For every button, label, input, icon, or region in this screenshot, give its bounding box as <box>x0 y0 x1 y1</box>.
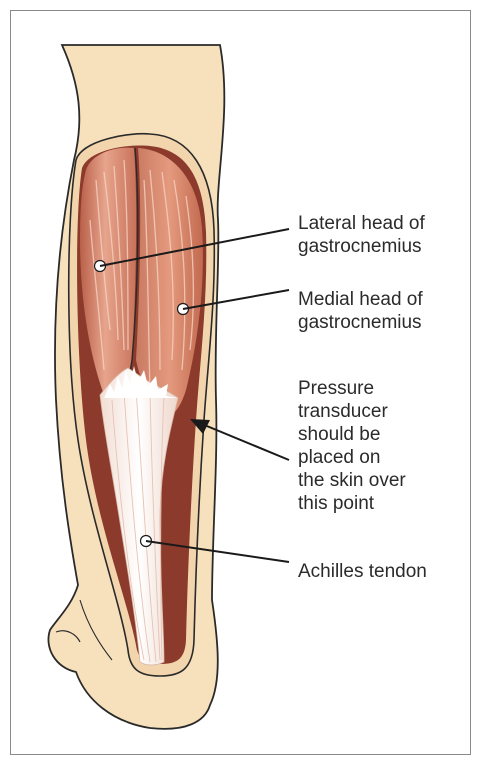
medial-head-label: Medial head of gastrocnemius <box>298 288 423 334</box>
achilles-label: Achilles tendon <box>298 560 427 583</box>
pressure-point-label: Pressure transducer should be placed on … <box>298 377 406 515</box>
lateral-head-label: Lateral head of gastrocnemius <box>298 212 425 258</box>
